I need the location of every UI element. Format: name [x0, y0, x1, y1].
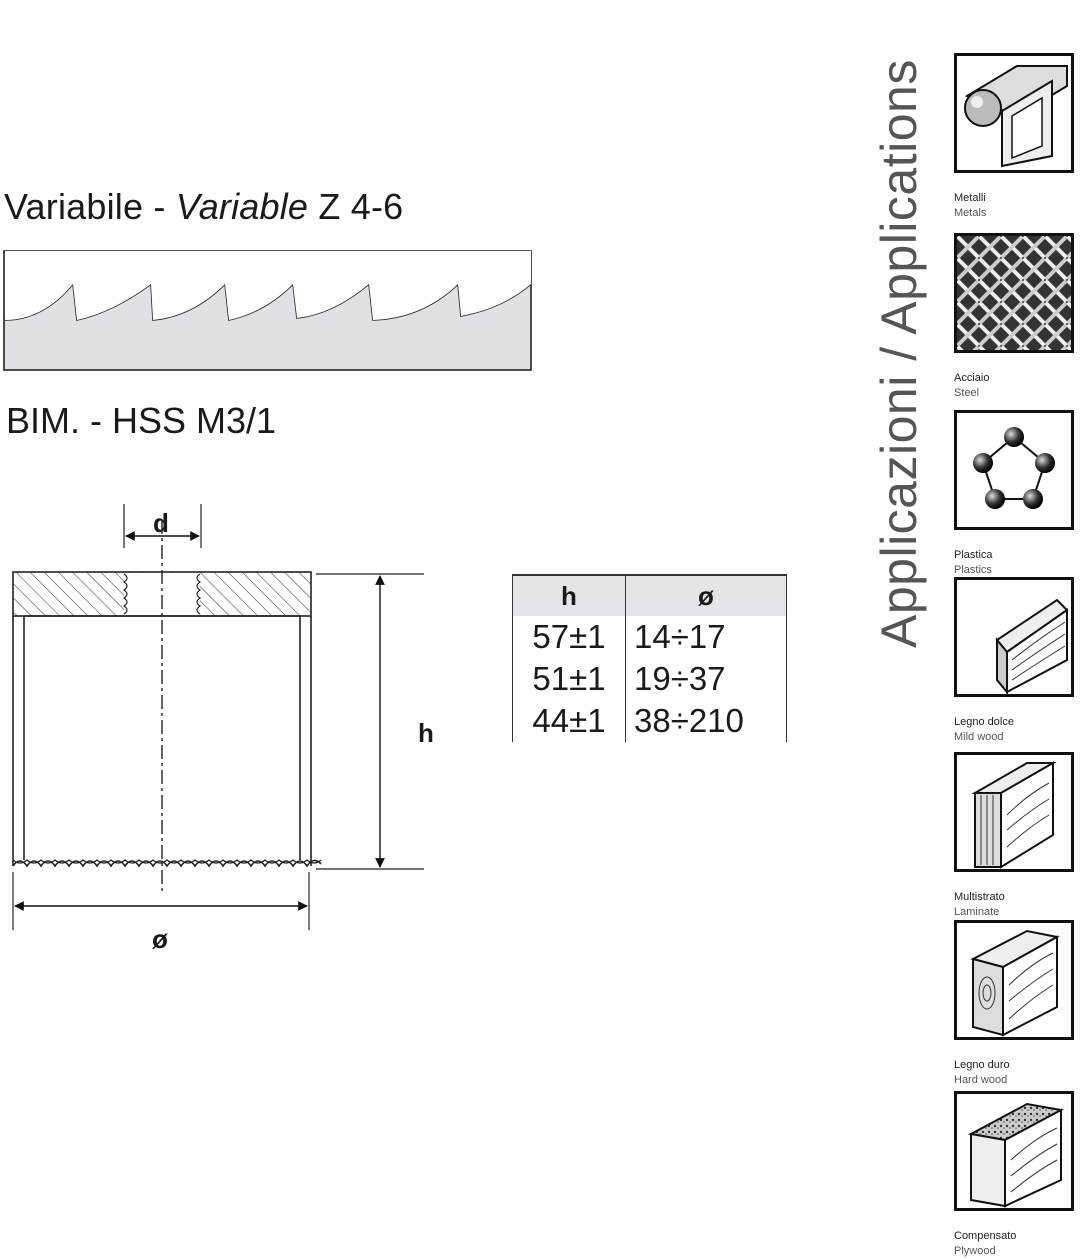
- soft-wood-icon: [954, 577, 1074, 697]
- col-header-h: h: [512, 574, 626, 616]
- app-hard-wood: Legno duro Hard wood: [954, 920, 1078, 1088]
- cell-diameter: 14÷17: [625, 616, 787, 658]
- holesaw-drawing: [12, 504, 424, 930]
- cell-h: 57±1: [512, 616, 626, 658]
- metal-profiles-icon: [954, 53, 1074, 173]
- tooth-form-title: Variabile - Variable Z 4-6: [4, 186, 403, 228]
- cell-h: 51±1: [512, 658, 626, 700]
- applications-title: Applicazioni / Applications: [871, 59, 927, 648]
- h-label: h: [418, 718, 434, 748]
- d-label: d: [153, 508, 169, 538]
- holesaw-body: [12, 616, 312, 866]
- app-label-it: Acciaio: [954, 372, 990, 384]
- spec-table: h ø 57±1 14÷17 51±1 19÷37 44±1 38÷210: [512, 574, 787, 742]
- thread-left: [122, 573, 128, 615]
- app-label-it: Legno dolce: [954, 716, 1014, 728]
- table-row: 44±1 38÷210: [512, 700, 787, 742]
- app-laminate: Multistrato Laminate: [954, 752, 1078, 920]
- app-label-en: Metals: [954, 207, 987, 219]
- app-label-en: Steel: [954, 387, 980, 399]
- app-metals: Metalli Metals: [954, 53, 1078, 221]
- thread-right: [196, 573, 202, 615]
- app-label-it: Compensato: [954, 1230, 1017, 1242]
- diameter-label: ø: [152, 924, 168, 954]
- tooth-title-en: Variable: [175, 186, 309, 227]
- app-label-en: Hard wood: [954, 1074, 1008, 1086]
- app-label-it: Multistrato: [954, 891, 1005, 903]
- table-row: 57±1 14÷17: [512, 616, 787, 658]
- app-mild-wood: Legno dolce Mild wood: [954, 577, 1078, 745]
- cell-h: 44±1: [512, 700, 626, 742]
- app-plywood: Compensato Plywood: [954, 1091, 1078, 1259]
- app-label-en: Plywood: [954, 1245, 996, 1257]
- col-header-diameter: ø: [625, 574, 787, 616]
- table-row: 51±1 19÷37: [512, 658, 787, 700]
- table-header-row: h ø: [512, 574, 787, 616]
- cell-diameter: 19÷37: [625, 658, 787, 700]
- app-label-it: Plastica: [954, 549, 993, 561]
- app-label-en: Laminate: [954, 906, 1000, 918]
- laminate-icon: [954, 752, 1074, 872]
- cell-diameter: 38÷210: [625, 700, 787, 742]
- plywood-icon: [954, 1091, 1074, 1211]
- blade-tooth-profile: [3, 250, 532, 371]
- holesaw-teeth: [12, 859, 322, 868]
- material-title: BIM. - HSS M3/1: [6, 400, 277, 441]
- app-label-it: Metalli: [954, 192, 986, 204]
- molecule-icon: [954, 410, 1074, 530]
- steel-plate-icon: [954, 233, 1074, 353]
- tooth-title-it: Variabile -: [4, 186, 176, 227]
- app-label-en: Plastics: [954, 564, 992, 576]
- app-steel: Acciaio Steel: [954, 233, 1078, 401]
- tooth-title-code: Z 4-6: [308, 186, 404, 227]
- app-label-en: Mild wood: [954, 731, 1004, 743]
- hard-wood-icon: [954, 920, 1074, 1040]
- app-plastics: Plastica Plastics: [954, 410, 1078, 578]
- app-label-it: Legno duro: [954, 1059, 1010, 1071]
